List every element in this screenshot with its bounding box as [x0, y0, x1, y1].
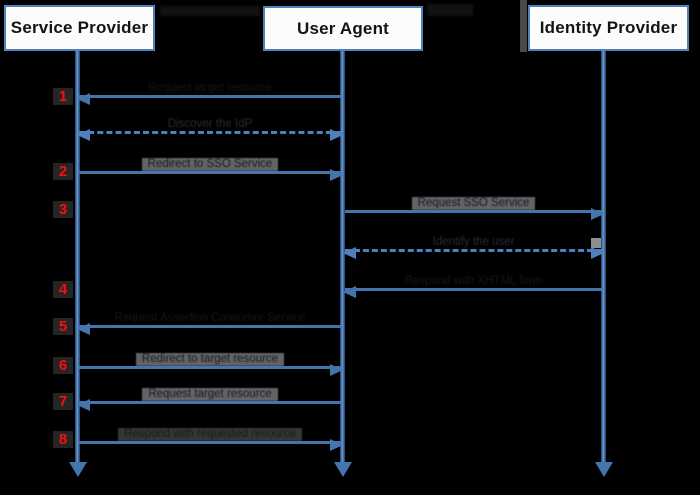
lifeline-user-agent	[340, 51, 345, 462]
step-number-4: 4	[53, 281, 73, 298]
arrowhead-left-icon	[343, 286, 356, 298]
grey-sliver-artifact	[520, 0, 527, 52]
grey-square-artifact	[591, 238, 601, 248]
message-label-6: Redirect to target resource	[79, 353, 341, 366]
message-label-8: Respond with requested resource	[79, 428, 341, 441]
arrowhead-left-icon	[77, 323, 90, 335]
message-arrow-1	[77, 93, 341, 105]
step-number-2: 2	[53, 163, 73, 180]
message-label-text: Respond with requested resource	[118, 428, 302, 441]
message-arrow-6	[79, 364, 343, 376]
message-arrow-2	[79, 169, 343, 181]
arrowhead-left-icon	[77, 129, 90, 141]
text-halo-artifact	[427, 4, 473, 16]
message-arrow-7	[77, 399, 341, 411]
message-label-3: Request SSO Service	[345, 197, 602, 210]
arrowhead-down-icon	[69, 462, 87, 477]
message-label-5: Request Assertion Consumer Service	[79, 312, 341, 325]
arrowhead-right-icon	[330, 439, 343, 451]
actor-label: Service Provider	[10, 18, 149, 37]
message-label-text: Request target resource	[148, 82, 272, 94]
message-label-2: Redirect to SSO Service	[79, 158, 341, 171]
message-label-text: Identify the user	[432, 236, 515, 248]
actor-label: Identity Provider	[539, 18, 678, 37]
arrowhead-left-icon	[77, 399, 90, 411]
actor-box-service-provider: Service Provider	[4, 5, 155, 51]
arrowhead-left-icon	[77, 93, 90, 105]
arrowhead-right-icon	[330, 169, 343, 181]
step-number-5: 5	[53, 318, 73, 335]
message-label-text: Redirect to target resource	[135, 353, 285, 366]
arrowhead-right-icon	[591, 208, 604, 220]
message-arrow-5	[77, 323, 341, 335]
message-label-text: Redirect to SSO Service	[141, 158, 279, 171]
arrowhead-right-icon	[591, 247, 604, 259]
message-label-text: Request SSO Service	[411, 197, 536, 210]
message-label-identify-user: Identify the user	[345, 236, 602, 249]
message-label-7: Request target resource	[79, 388, 341, 401]
step-number-7: 7	[53, 393, 73, 410]
arrowhead-down-icon	[595, 462, 613, 477]
message-arrow-8	[79, 439, 343, 451]
text-halo-artifact	[160, 6, 260, 16]
lifeline-service-provider	[75, 51, 80, 462]
arrowhead-right-icon	[330, 129, 343, 141]
message-label-1: Request target resource	[79, 82, 341, 95]
message-label-discover-idp: Discover the IdP	[79, 118, 341, 131]
message-arrow-4	[343, 286, 602, 298]
message-label-text: Request target resource	[142, 388, 278, 401]
arrowhead-left-icon	[343, 247, 356, 259]
message-label-text: Respond with XHTML form	[404, 275, 543, 287]
message-arrow-3	[345, 208, 604, 220]
arrowhead-down-icon	[334, 462, 352, 477]
message-label-text: Request Assertion Consumer Service	[114, 312, 306, 324]
actor-box-identity-provider: Identity Provider	[528, 5, 689, 51]
message-arrow-identify-user	[343, 247, 604, 259]
message-label-4: Respond with XHTML form	[345, 275, 602, 288]
step-number-6: 6	[53, 357, 73, 374]
step-number-1: 1	[53, 88, 73, 105]
step-number-8: 8	[53, 431, 73, 448]
step-number-3: 3	[53, 201, 73, 218]
message-arrow-discover-idp	[77, 129, 343, 141]
message-label-text: Discover the IdP	[167, 118, 253, 130]
arrowhead-right-icon	[330, 364, 343, 376]
actor-box-user-agent: User Agent	[263, 6, 423, 51]
actor-label: User Agent	[296, 18, 390, 38]
